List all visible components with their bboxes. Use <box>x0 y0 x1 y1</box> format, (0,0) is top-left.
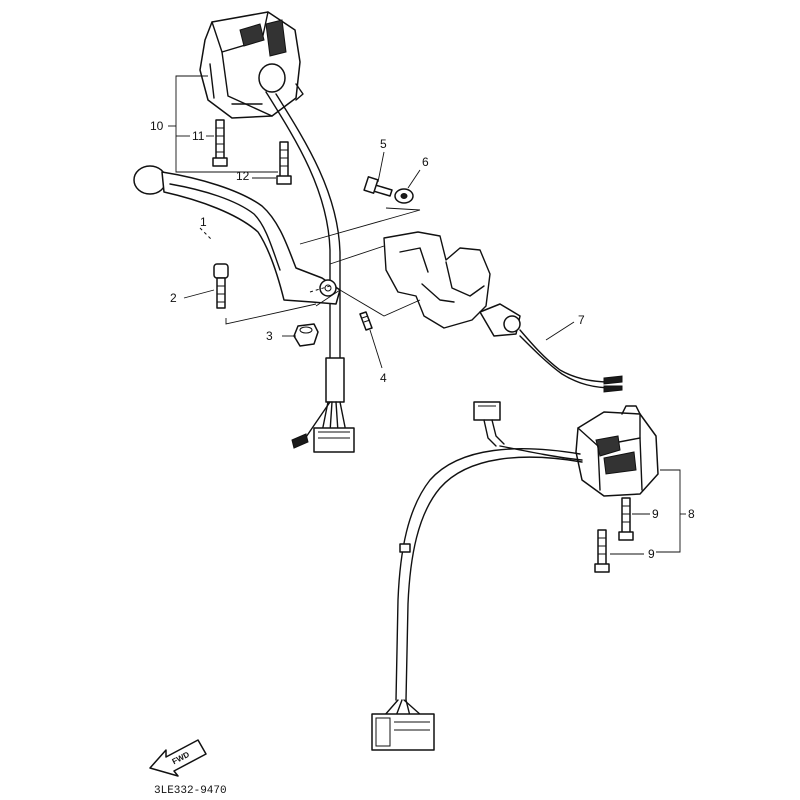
assembly-lines <box>199 207 421 325</box>
diagram-code: 3LE332-9470 <box>154 785 227 797</box>
screw-11 <box>212 119 228 167</box>
callout-4: 4 <box>380 371 387 385</box>
screw-4 <box>359 311 373 331</box>
clutch-lever <box>133 165 341 305</box>
callout-9-upper: 9 <box>652 507 659 521</box>
nut-3 <box>293 323 319 347</box>
callout-7: 7 <box>578 313 585 327</box>
left-handlebar-switch <box>199 11 304 119</box>
callout-5: 5 <box>380 137 387 151</box>
bracket-10 <box>168 75 278 179</box>
callout-6: 6 <box>422 155 429 169</box>
callout-9-lower: 9 <box>648 547 655 561</box>
callout-10: 10 <box>150 119 164 133</box>
forward-direction-arrow: FWD <box>149 739 207 777</box>
screw-9-lower <box>594 529 610 573</box>
callout-8: 8 <box>688 507 695 521</box>
pivot-bolt-5 <box>363 176 393 197</box>
screw-12 <box>276 141 292 185</box>
lever-holder <box>383 231 491 329</box>
right-switch-small-connector <box>473 401 583 461</box>
callout-2: 2 <box>170 291 177 305</box>
callout-3: 3 <box>266 329 273 343</box>
nut-6 <box>394 188 414 204</box>
screw-9-upper <box>618 497 634 541</box>
bracket-8 <box>610 469 686 555</box>
callout-11: 11 <box>192 129 205 143</box>
clutch-switch <box>479 303 623 393</box>
bolt-2 <box>213 263 229 309</box>
callout-1: 1 <box>200 215 207 229</box>
callout-12: 12 <box>236 169 250 183</box>
right-handlebar-switch <box>575 405 659 497</box>
leader-lines <box>183 151 575 369</box>
left-switch-wire-harness <box>265 91 355 453</box>
right-switch-wire-harness <box>371 448 583 751</box>
